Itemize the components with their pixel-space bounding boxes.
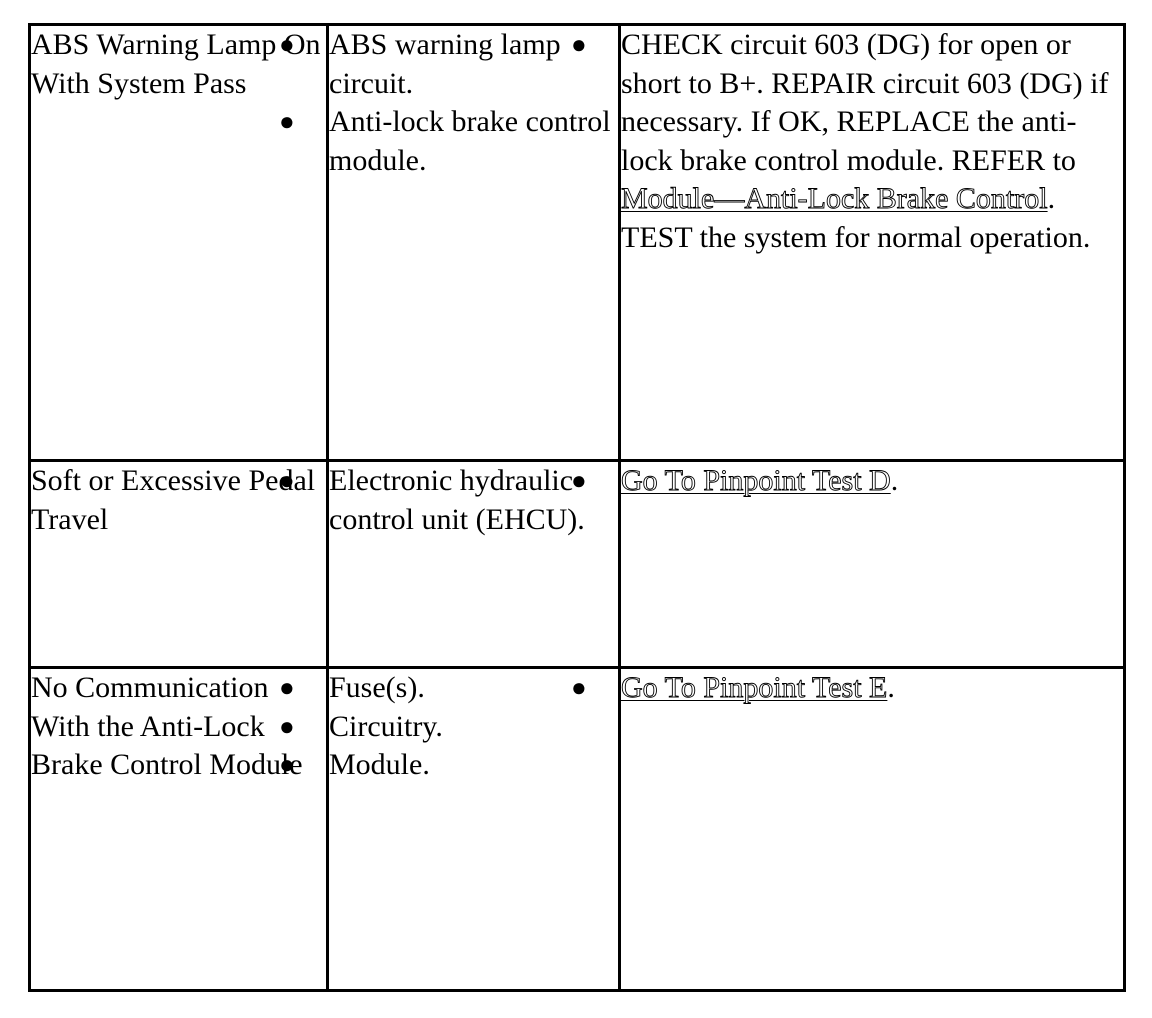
list-item: ● ABS warning lamp circuit. [279, 26, 618, 103]
source-text: Module. [329, 748, 430, 781]
action-cell: ● Go To Pinpoint Test D. [571, 459, 1126, 669]
action-list: ● CHECK circuit 603 (DG) for open or sho… [571, 26, 1123, 257]
condition-cell: ● No Communication With the Anti-Lock Br… [28, 666, 329, 992]
source-list: ● ABS warning lamp circuit. ● Anti-lock … [279, 26, 618, 180]
action-cell: ● CHECK circuit 603 (DG) for open or sho… [571, 23, 1126, 462]
bullet-icon: ● [571, 673, 587, 702]
action-text-after: . [887, 671, 895, 704]
source-text: ABS warning lamp circuit. [329, 28, 561, 100]
action-text-after: . [890, 464, 899, 497]
condition-text: ABS Warning Lamp On With System Pass [31, 28, 321, 100]
condition-text: Soft or Excessive Pedal Travel [31, 464, 316, 536]
bullet-icon: ● [279, 30, 295, 59]
source-text: Circuitry. [329, 709, 443, 743]
bullet-icon: ● [279, 711, 295, 741]
bullet-icon: ● [279, 466, 295, 495]
list-item: ● Anti-lock brake control module. [279, 103, 618, 180]
list-item: ● ABS Warning Lamp On With System Pass [31, 26, 326, 103]
source-cell: ● Fuse(s). ● Circuitry. ● Module. [279, 666, 621, 992]
list-item: ● Circuitry. [279, 708, 618, 747]
condition-text: No Communication With the Anti-Lock Brak… [31, 671, 303, 781]
condition-list: ● Soft or Excessive Pedal Travel [31, 462, 326, 539]
source-text: Electronic hydraulic control unit (EHCU)… [329, 464, 585, 536]
table-row: ● ABS Warning Lamp On With System Pass ●… [28, 23, 1126, 462]
pinpoint-test-e-link[interactable]: Go To Pinpoint Test E [621, 671, 888, 705]
bullet-icon: ● [571, 466, 587, 495]
table-row: ● Soft or Excessive Pedal Travel ● Elect… [28, 459, 1126, 669]
module-abs-control-link[interactable]: Module—Anti-Lock Brake Control [621, 182, 1048, 216]
list-item: ● Fuse(s). [279, 669, 618, 708]
source-cell: ● ABS warning lamp circuit. ● Anti-lock … [279, 23, 621, 462]
list-item: ● Go To Pinpoint Test D. [571, 462, 1123, 501]
bullet-icon: ● [279, 750, 295, 779]
action-text-after: . TEST the system for normal operation. [621, 182, 1091, 254]
condition-list: ● No Communication With the Anti-Lock Br… [31, 669, 326, 785]
bullet-icon: ● [571, 30, 587, 59]
action-text: CHECK circuit 603 (DG) for open or short… [621, 28, 1109, 177]
bullet-icon: ● [279, 673, 295, 702]
source-cell: ● Electronic hydraulic control unit (EHC… [279, 459, 621, 669]
source-list: ● Electronic hydraulic control unit (EHC… [279, 462, 618, 539]
table-row: ● No Communication With the Anti-Lock Br… [28, 666, 1126, 992]
list-item: ● CHECK circuit 603 (DG) for open or sho… [571, 26, 1123, 257]
list-item: ● Soft or Excessive Pedal Travel [31, 462, 326, 539]
condition-cell: ● ABS Warning Lamp On With System Pass [28, 23, 329, 462]
source-list: ● Fuse(s). ● Circuitry. ● Module. [279, 669, 618, 785]
pinpoint-test-d-link[interactable]: Go To Pinpoint Test D [621, 464, 892, 498]
source-text: Anti-lock brake control module. [329, 105, 611, 177]
list-item: ● Electronic hydraulic control unit (EHC… [279, 462, 618, 539]
action-list: ● Go To Pinpoint Test E. [571, 669, 1123, 708]
action-cell: ● Go To Pinpoint Test E. [571, 666, 1126, 992]
source-text: Fuse(s). [329, 671, 425, 704]
list-item: ● No Communication With the Anti-Lock Br… [31, 669, 326, 785]
action-list: ● Go To Pinpoint Test D. [571, 462, 1123, 501]
condition-list: ● ABS Warning Lamp On With System Pass [31, 26, 326, 103]
bullet-icon: ● [279, 107, 295, 136]
condition-cell: ● Soft or Excessive Pedal Travel [28, 459, 329, 669]
symptom-table: ● ABS Warning Lamp On With System Pass ●… [28, 23, 1126, 992]
list-item: ● Module. [279, 746, 618, 785]
list-item: ● Go To Pinpoint Test E. [571, 669, 1123, 708]
